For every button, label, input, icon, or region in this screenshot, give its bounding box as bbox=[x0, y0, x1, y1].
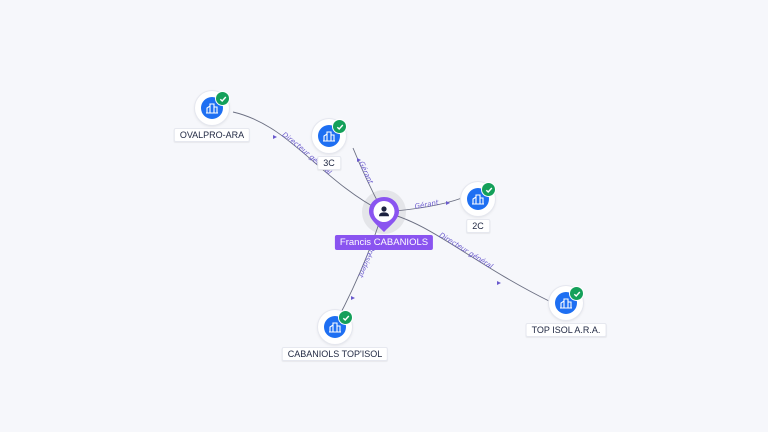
verified-check-icon bbox=[569, 286, 584, 301]
edge-label-3c: Gérant bbox=[357, 160, 374, 185]
arrow-icon bbox=[357, 158, 361, 162]
arrow-icon bbox=[351, 296, 355, 300]
company-label[interactable]: 3C bbox=[317, 156, 341, 170]
person-label[interactable]: Francis CABANIOLS bbox=[334, 235, 434, 250]
arrow-icon bbox=[497, 281, 501, 285]
company-label[interactable]: CABANIOLS TOP'ISOL bbox=[281, 347, 389, 361]
arrow-icon bbox=[273, 135, 277, 139]
verified-check-icon bbox=[215, 91, 230, 106]
verified-check-icon bbox=[338, 310, 353, 325]
edge-label-top-isol-ara: Directeur général bbox=[438, 231, 495, 270]
person-icon bbox=[369, 197, 399, 232]
company-label[interactable]: TOP ISOL A.R.A. bbox=[525, 323, 607, 337]
company-label[interactable]: OVALPRO-ARA bbox=[173, 128, 251, 142]
verified-check-icon bbox=[481, 182, 496, 197]
company-label[interactable]: 2C bbox=[466, 219, 490, 233]
edge-label-2c: Gérant bbox=[414, 199, 439, 211]
verified-check-icon bbox=[332, 119, 347, 134]
arrow-icon bbox=[446, 201, 450, 205]
